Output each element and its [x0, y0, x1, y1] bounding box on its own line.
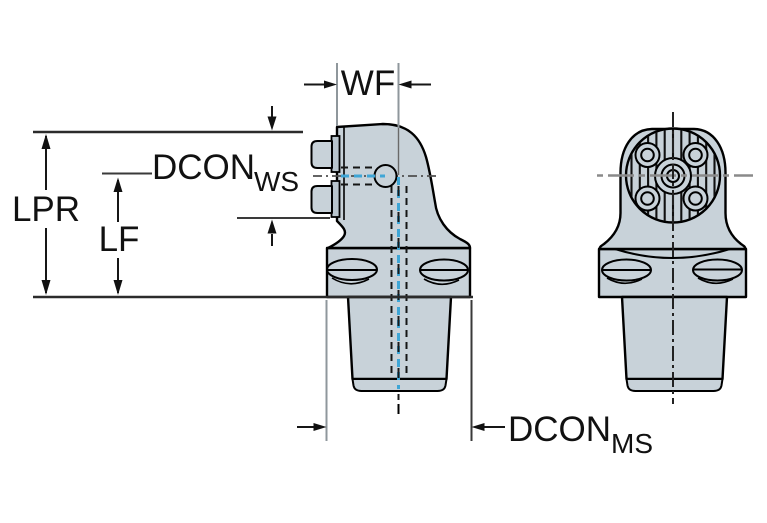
side-flange-slot-right	[419, 258, 469, 286]
front-view	[597, 112, 753, 404]
front-shank	[620, 295, 729, 381]
dim-lf: LF	[99, 172, 152, 295]
front-flange-slot-left	[601, 258, 652, 285]
clamp-screw-top	[310, 135, 341, 173]
dimensions: LPR LF DCON WS	[12, 63, 653, 459]
dcon-ws-subscript: WS	[254, 166, 299, 197]
bolt-hole-top-right	[682, 142, 709, 168]
side-flange-slot-left	[326, 258, 378, 285]
front-shank-tip	[625, 378, 724, 392]
dim-wf: WF	[304, 63, 431, 175]
dcon-ms-label: DCON	[508, 410, 611, 449]
bolt-hole-top-left	[634, 142, 661, 168]
lpr-label: LPR	[12, 190, 80, 229]
dcon-ms-subscript: MS	[611, 428, 653, 459]
bolt-hole-bottom-right	[682, 185, 709, 212]
wf-label: WF	[341, 64, 395, 103]
side-hidden-bore-lines	[341, 166, 408, 378]
side-view	[310, 122, 472, 414]
coolant-port	[373, 164, 398, 188]
front-neck-fillet	[614, 248, 731, 259]
dim-lpr: LPR	[12, 134, 80, 295]
dim-dcon-ws: DCON WS	[152, 106, 330, 246]
front-flange-slot-right	[692, 258, 743, 285]
bolt-hole-bottom-left	[634, 185, 661, 212]
dcon-ws-label: DCON	[152, 148, 255, 187]
clamp-screw-bottom	[310, 180, 341, 218]
dim-dcon-ms: DCON MS	[297, 300, 653, 459]
lf-label: LF	[99, 220, 140, 259]
